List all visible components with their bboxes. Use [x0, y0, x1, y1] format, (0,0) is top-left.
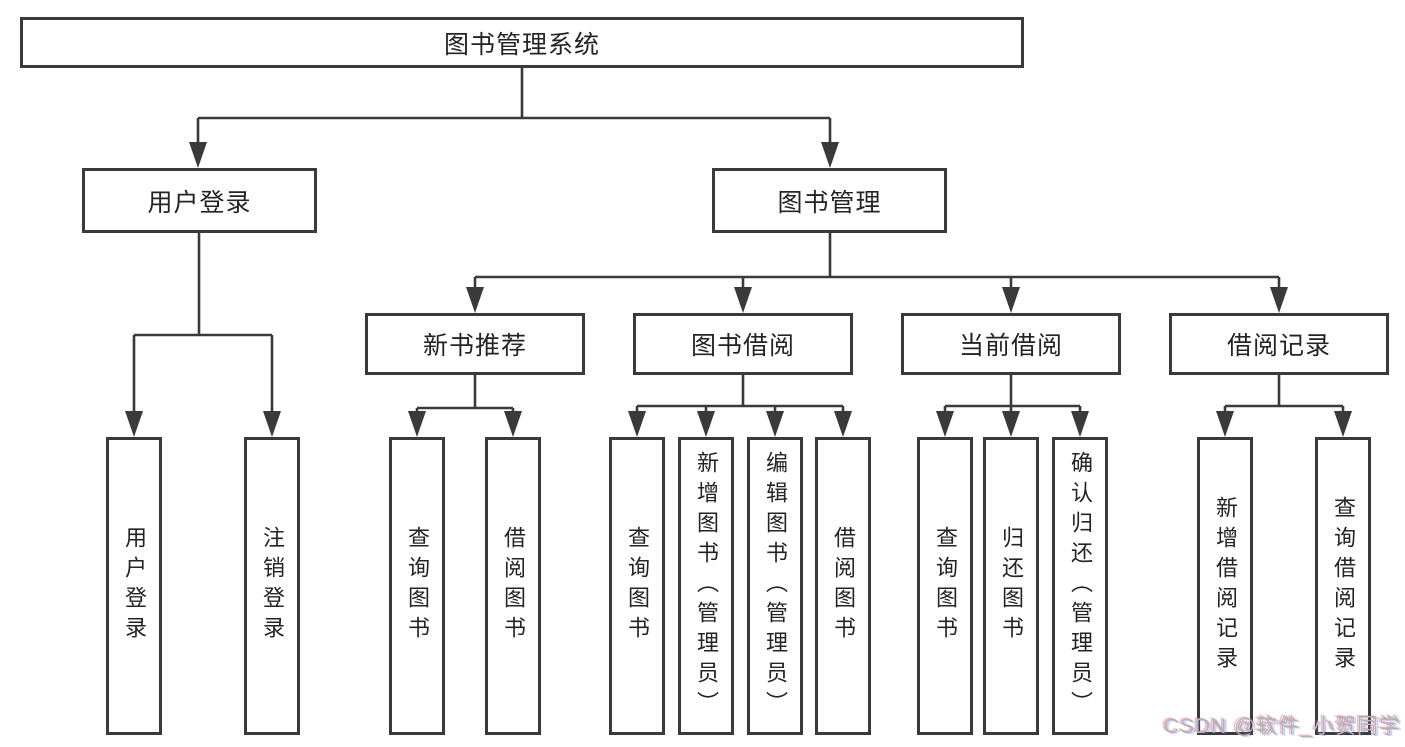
leaf-borrow-books-recommend-label: 借阅图书: [501, 526, 526, 646]
node-borrow-records-label: 借阅记录: [1226, 332, 1331, 360]
node-new-book-recommend-label: 新书推荐: [422, 332, 527, 360]
leaf-return-books-label: 归还图书: [999, 526, 1024, 646]
node-user-login: 用户登录: [82, 168, 317, 233]
node-current-borrow-label: 当前借阅: [958, 332, 1063, 360]
leaf-user-login-label: 用户登录: [122, 526, 147, 646]
node-user-login-label: 用户登录: [147, 188, 252, 217]
leaf-query-borrow-record-label: 查询借阅记录: [1331, 496, 1356, 676]
node-book-borrow-label: 图书借阅: [690, 332, 795, 360]
leaf-query-books-borrow: 查询图书: [609, 437, 665, 735]
node-borrow-records: 借阅记录: [1169, 313, 1389, 375]
leaf-logout-label: 注销登录: [260, 526, 285, 646]
node-book-management-label: 图书管理: [777, 188, 882, 217]
leaf-add-borrow-record-label: 新增借阅记录: [1213, 496, 1238, 676]
arrowhead-icons: [125, 142, 1352, 437]
leaf-return-books: 归还图书: [983, 437, 1039, 735]
leaf-add-books-admin-label: 新增图书（管理员）: [694, 451, 719, 721]
leaf-confirm-return-admin-label: 确认归还（管理员）: [1068, 451, 1093, 721]
node-current-borrow: 当前借阅: [901, 313, 1121, 375]
node-root: 图书管理系统: [20, 17, 1024, 68]
node-root-label: 图书管理系统: [443, 30, 600, 59]
leaf-edit-books-admin-label: 编辑图书（管理员）: [763, 451, 788, 721]
leaf-query-books-borrow-label: 查询图书: [625, 526, 650, 646]
leaf-borrow-books-recommend: 借阅图书: [485, 437, 541, 735]
leaf-confirm-return-admin: 确认归还（管理员）: [1052, 437, 1108, 735]
leaf-query-books-recommend-label: 查询图书: [405, 526, 430, 646]
node-new-book-recommend: 新书推荐: [365, 313, 585, 375]
leaf-borrow-books: 借阅图书: [815, 437, 871, 735]
leaf-query-books-recommend: 查询图书: [389, 437, 445, 735]
node-book-borrow: 图书借阅: [633, 313, 853, 375]
leaf-query-borrow-record: 查询借阅记录: [1315, 437, 1371, 735]
leaf-add-borrow-record: 新增借阅记录: [1197, 437, 1253, 735]
leaf-logout: 注销登录: [244, 437, 300, 735]
csdn-watermark: CSDN @软件_小贺同学: [1163, 715, 1401, 738]
node-book-management: 图书管理: [712, 168, 947, 233]
leaf-edit-books-admin: 编辑图书（管理员）: [747, 437, 803, 735]
leaf-user-login: 用户登录: [106, 437, 162, 735]
leaf-query-books-current: 查询图书: [917, 437, 973, 735]
leaf-borrow-books-label: 借阅图书: [831, 526, 856, 646]
leaf-add-books-admin: 新增图书（管理员）: [678, 437, 734, 735]
leaf-query-books-current-label: 查询图书: [933, 526, 958, 646]
